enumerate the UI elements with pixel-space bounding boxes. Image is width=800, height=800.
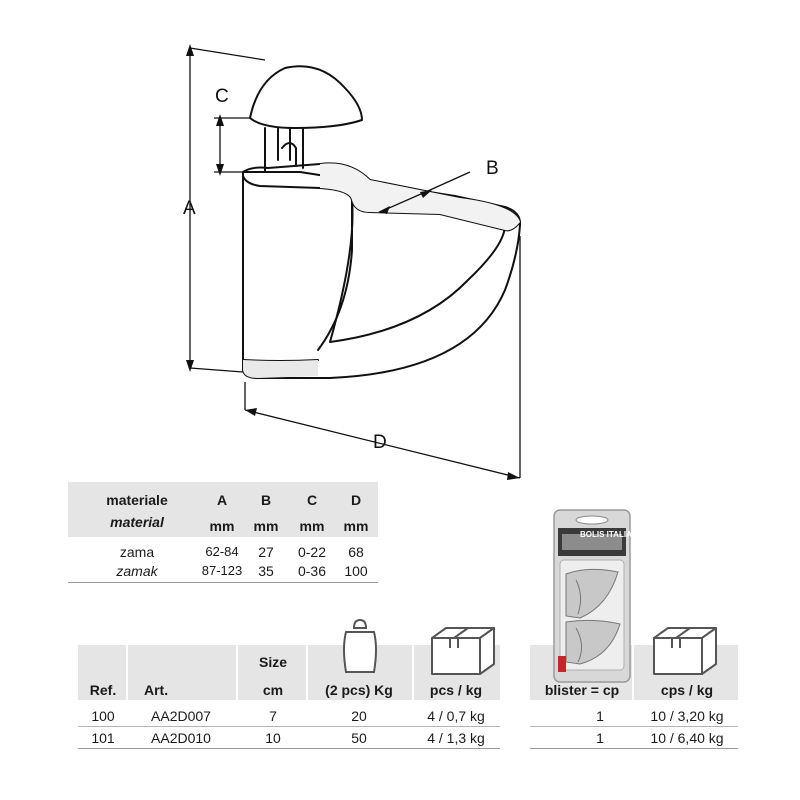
dimension-label-b: B xyxy=(486,158,499,179)
row2-cps: 10 / 6,40 kg xyxy=(650,730,724,746)
box-icon xyxy=(653,627,717,675)
package-brand: BOLIS ITALIA xyxy=(580,530,632,539)
col-sep xyxy=(412,645,414,700)
blister-package-image xyxy=(553,509,631,683)
ref-header: Ref. xyxy=(89,682,117,698)
row1-d: 68 xyxy=(348,544,364,560)
col-sep xyxy=(126,645,128,700)
material-zama: zama xyxy=(119,544,155,560)
dimension-label-d: D xyxy=(373,432,387,453)
dimension-label-a: A xyxy=(183,198,196,219)
col-a-unit: mm xyxy=(209,518,235,534)
row1-blister: 1 xyxy=(596,708,604,724)
art-header: Art. xyxy=(144,682,169,698)
pcs-header: pcs / kg xyxy=(429,682,483,698)
row1-ref: 100 xyxy=(91,708,115,724)
col-b-header: B xyxy=(260,492,272,508)
cps-header: cps / kg xyxy=(660,682,714,698)
product-table-rule xyxy=(78,748,500,749)
row2-d: 100 xyxy=(344,563,368,579)
col-sep xyxy=(632,645,634,700)
shelf-support-drawing xyxy=(186,44,522,480)
box-icon xyxy=(431,627,495,675)
material-table-header xyxy=(68,482,378,537)
col-d-unit: mm xyxy=(343,518,369,534)
col-a-header: A xyxy=(216,492,228,508)
col-sep xyxy=(236,645,238,700)
row1-a: 62-84 xyxy=(205,544,239,559)
row2-a: 87-123 xyxy=(201,563,243,578)
row1-b: 27 xyxy=(258,544,274,560)
dimension-label-c: C xyxy=(215,86,229,107)
material-header: material xyxy=(110,514,164,530)
materiale-header: materiale xyxy=(106,492,168,508)
material-table-rule xyxy=(68,582,378,583)
row1-load: 20 xyxy=(351,708,367,724)
col-b-unit: mm xyxy=(253,518,279,534)
row2-pcs: 4 / 1,3 kg xyxy=(427,730,485,746)
row2-blister: 1 xyxy=(596,730,604,746)
row2-art: AA2D010 xyxy=(151,730,211,746)
row1-pcs: 4 / 0,7 kg xyxy=(427,708,485,724)
blister-header: blister = cp xyxy=(544,682,620,698)
col-c-header: C xyxy=(306,492,318,508)
product-table-header xyxy=(78,645,500,700)
row1-art: AA2D007 xyxy=(151,708,211,724)
packaging-table-rule xyxy=(530,748,738,749)
row2-load: 50 xyxy=(351,730,367,746)
col-sep xyxy=(306,645,308,700)
packaging-row-rule xyxy=(530,726,738,727)
col-c-unit: mm xyxy=(299,518,325,534)
row2-ref: 101 xyxy=(91,730,115,746)
weight-icon xyxy=(343,618,377,673)
product-row-rule xyxy=(78,726,500,727)
material-zamak: zamak xyxy=(116,563,158,579)
size-unit-header: cm xyxy=(262,682,284,698)
row1-c: 0-22 xyxy=(297,544,327,560)
row2-c: 0-36 xyxy=(297,563,327,579)
row1-size: 7 xyxy=(269,708,277,724)
row2-size: 10 xyxy=(265,730,281,746)
load-header: (2 pcs) Kg xyxy=(325,682,393,698)
row2-b: 35 xyxy=(258,563,274,579)
size-header: Size xyxy=(258,654,287,670)
row1-cps: 10 / 3,20 kg xyxy=(650,708,724,724)
col-d-header: D xyxy=(350,492,362,508)
